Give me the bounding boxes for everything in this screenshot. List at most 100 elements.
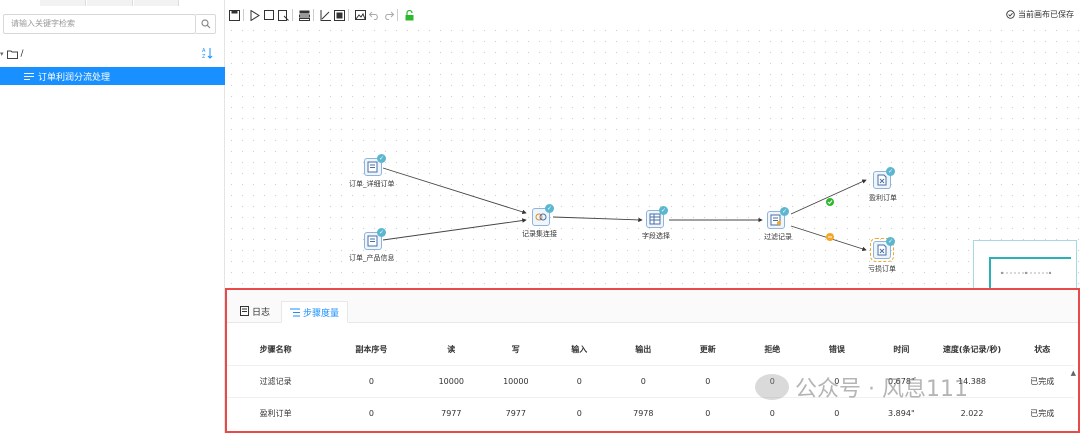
node-table-input[interactable]: ✓ <box>364 228 386 250</box>
table-cell: 10000 <box>484 364 548 397</box>
table-cell: 7977 <box>484 396 548 429</box>
column-header[interactable]: 步骤名称 <box>259 345 292 355</box>
toolbar-divider <box>292 9 293 21</box>
status-check-icon: ✓ <box>886 237 895 246</box>
filter-rows-icon <box>770 214 781 226</box>
search-input[interactable]: 请输入关键字检索 <box>3 14 196 34</box>
table-header-row: 步骤名称 副本序号 读 写 输入 输出 更新 拒绝 错误 时间 速度(条记录/秒… <box>227 335 1074 365</box>
tab-log[interactable]: 日志 <box>231 300 279 322</box>
table-cell: 0 <box>547 396 612 429</box>
table-cell: 2.022 <box>933 396 1011 429</box>
log-icon <box>240 306 249 316</box>
redo-icon[interactable] <box>382 9 394 21</box>
table-cell: 0 <box>611 364 676 397</box>
search-button[interactable] <box>196 14 216 34</box>
unlock-icon[interactable] <box>403 9 415 21</box>
stop-icon[interactable] <box>263 9 275 21</box>
toolbar-divider <box>313 9 314 21</box>
screen-icon[interactable] <box>333 9 345 21</box>
run-icon[interactable] <box>249 9 261 21</box>
sidebar-tab[interactable] <box>87 0 133 6</box>
toolbar-divider <box>243 9 244 21</box>
align-icon[interactable] <box>319 9 331 21</box>
svg-text:Z: Z <box>202 54 206 59</box>
grid-icon[interactable] <box>298 9 310 21</box>
table-row[interactable]: 过滤记录 0 10000 10000 0 0 0 0 0 0.678" 14.3… <box>227 364 1074 397</box>
table-cell: 7978 <box>611 396 676 429</box>
table-cell: 10000 <box>418 364 485 397</box>
table-cell: 已完成 <box>1010 364 1074 397</box>
node-label: 亏损订单 <box>868 265 896 273</box>
sidebar-tab[interactable] <box>134 0 179 6</box>
select-values-icon <box>649 213 661 225</box>
success-icon <box>826 198 834 206</box>
table-cell: 0 <box>324 396 419 429</box>
table-cell: 0 <box>324 364 419 397</box>
status-check-icon: ✓ <box>659 206 668 215</box>
folder-icon <box>6 50 18 59</box>
tab-step-metrics[interactable]: 步骤度量 <box>281 301 349 323</box>
table-cell: 3.894" <box>869 396 934 429</box>
tab-log-label: 日志 <box>252 307 271 318</box>
check-circle-icon <box>1006 10 1015 19</box>
node-label: 字段选择 <box>642 232 670 240</box>
column-header[interactable]: 副本序号 <box>355 345 388 355</box>
table-cell: 0.678" <box>869 364 934 397</box>
flow-edges <box>382 167 867 252</box>
node-label: 订单_详细订单 <box>349 180 395 188</box>
column-header[interactable]: 输入 <box>571 345 588 355</box>
column-header[interactable]: 时间 <box>893 345 910 355</box>
node-excel-output[interactable]: ✓ <box>873 167 895 189</box>
save-status: 当前画布已保存 <box>1006 9 1074 20</box>
column-header[interactable]: 读 <box>447 345 456 355</box>
flow-canvas[interactable]: ✓ 订单_详细订单 ✓ 订单_产品信息 ✓ 记录集连接 ✓ 字段选择 ✓ 过滤记… <box>226 25 1080 287</box>
node-filter-rows[interactable]: ✓ <box>767 207 789 229</box>
sidebar-tabs <box>0 0 225 6</box>
toolbar <box>226 5 1080 25</box>
column-header[interactable]: 错误 <box>828 345 845 355</box>
column-header[interactable]: 输出 <box>635 345 652 355</box>
sidebar-tab[interactable] <box>40 0 86 6</box>
table-cell: 0 <box>675 364 741 397</box>
column-header[interactable]: 更新 <box>699 345 716 355</box>
flow-edge <box>790 179 867 215</box>
table-cell: 过滤记录 <box>227 364 325 397</box>
tree-root[interactable]: ▾ / <box>0 47 24 61</box>
search-icon <box>200 19 210 29</box>
node-merge-join[interactable]: ✓ <box>532 204 554 226</box>
column-header[interactable]: 写 <box>511 345 520 355</box>
column-header[interactable]: 速度(条记录/秒) <box>942 345 1002 355</box>
metrics-icon <box>290 308 301 316</box>
node-table-input[interactable]: ✓ <box>364 154 386 176</box>
scroll-up-icon[interactable]: ▲ <box>1070 369 1076 377</box>
table-row[interactable]: 盈利订单 0 7977 7977 0 7978 0 0 0 3.894" 2.0… <box>227 396 1074 429</box>
column-header[interactable]: 状态 <box>1034 345 1051 355</box>
table-cell: 0 <box>675 396 741 429</box>
save-icon[interactable] <box>228 9 240 21</box>
node-select-values[interactable]: ✓ <box>646 206 668 228</box>
merge-join-icon <box>535 213 547 221</box>
file-output-icon <box>877 244 887 256</box>
chevron-down-icon[interactable]: ▾ <box>0 50 4 58</box>
table-cell: 0 <box>804 364 870 397</box>
table-input-icon <box>367 235 378 247</box>
column-header[interactable]: 拒绝 <box>764 345 781 355</box>
table-cell: 盈利订单 <box>227 396 325 429</box>
node-excel-output-selected[interactable]: ✓ <box>870 237 895 262</box>
minimap-preview <box>1000 271 1052 275</box>
tree-item-selected[interactable]: 订单利润分流处理 <box>0 67 225 85</box>
preview-icon[interactable] <box>277 9 289 21</box>
table-cell: 0 <box>547 364 612 397</box>
panel-tabs: 日志 步骤度量 <box>227 290 1078 323</box>
flow-edge <box>382 167 527 215</box>
metrics-panel: 日志 步骤度量 步骤名称 副本序号 读 写 输入 输出 更新 拒绝 错误 时间 … <box>225 288 1080 433</box>
metrics-table: 步骤名称 副本序号 读 写 输入 输出 更新 拒绝 错误 时间 速度(条记录/秒… <box>227 335 1074 429</box>
toolbar-divider <box>348 9 349 21</box>
table-cell: 14.388 <box>933 364 1011 397</box>
transform-file-icon <box>24 72 34 80</box>
node-label: 过滤记录 <box>764 233 792 241</box>
undo-icon[interactable] <box>368 9 380 21</box>
image-icon[interactable] <box>354 9 366 21</box>
